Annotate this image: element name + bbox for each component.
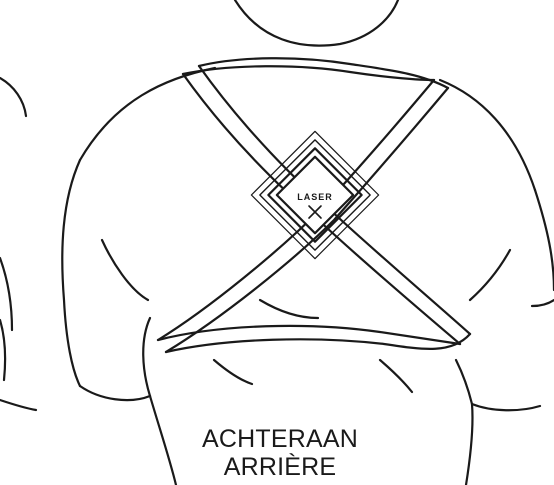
caption-french: ARRIÈRE — [160, 452, 400, 482]
caption-dutch: ACHTERAAN — [160, 424, 400, 454]
right-figure-partial — [532, 300, 554, 306]
laser-logo-text: LASER — [297, 192, 333, 202]
left-figure-partial — [0, 78, 36, 410]
